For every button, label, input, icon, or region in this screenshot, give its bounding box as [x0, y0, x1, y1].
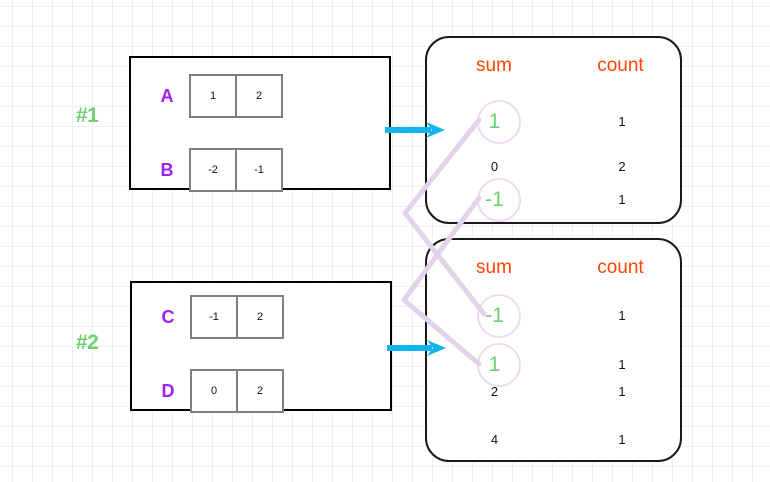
panel-1-row-2-count: 1	[618, 192, 626, 207]
panel-1-header-sum: sum	[476, 55, 512, 76]
row-b-cells: -2 -1	[189, 148, 283, 192]
panel-1-header: sum count	[427, 56, 680, 75]
panel-2-row-3-count: 1	[618, 432, 626, 447]
cell-d-0: 0	[190, 369, 238, 413]
input-row-d: D 0 2	[146, 369, 284, 413]
panel-1-row-1-count: 2	[618, 159, 626, 174]
panel-2-header: sum count	[427, 258, 680, 277]
panel-2-row-1: 1 1	[427, 354, 682, 375]
row-d-cells: 0 2	[190, 369, 284, 413]
panel-1-row-2-sum: -1	[485, 188, 504, 211]
panel-2-row-2-sum: 2	[490, 384, 499, 399]
partition-1-aggregate-panel: sum count 1 1 0 2 -1 1	[425, 36, 682, 224]
panel-1-header-count: count	[597, 55, 644, 76]
panel-2-row-2: 2 1	[427, 385, 682, 398]
input-row-a: A 1 2	[145, 74, 283, 118]
panel-2-header-sum: sum	[476, 257, 512, 278]
group-label-2: #2	[76, 331, 99, 354]
cell-c-0: -1	[190, 295, 238, 339]
panel-2-row-2-count: 1	[618, 384, 626, 399]
cell-b-1: -1	[235, 148, 283, 192]
row-label-b: B	[160, 160, 174, 180]
panel-2-row-1-count: 1	[618, 357, 626, 372]
group-label-1: #1	[76, 104, 99, 127]
row-label-d: D	[161, 381, 175, 401]
input-block-1: A 1 2 B -2 -1	[129, 56, 391, 192]
row-label-a: A	[160, 86, 174, 106]
panel-2-row-0: -1 1	[427, 305, 682, 326]
panel-1-row-0-count: 1	[618, 114, 626, 129]
panel-2-row-0-sum: -1	[485, 304, 504, 327]
input-row-b: B -2 -1	[145, 148, 283, 192]
cell-a-0: 1	[189, 74, 237, 118]
partition-2-aggregate-panel: sum count -1 1 1 1 2 1 4 1	[425, 238, 682, 462]
panel-1-row-1-sum: 0	[490, 159, 499, 174]
panel-2-row-0-count: 1	[618, 308, 626, 323]
row-c-cells: -1 2	[190, 295, 284, 339]
panel-2-row-3: 4 1	[427, 433, 682, 446]
panel-2-row-1-sum: 1	[488, 353, 501, 376]
cell-a-1: 2	[235, 74, 283, 118]
row-label-c: C	[161, 307, 175, 327]
panel-1-row-1: 0 2	[427, 160, 682, 173]
cell-c-1: 2	[236, 295, 284, 339]
input-block-2: C -1 2 D 0 2	[130, 281, 392, 413]
cell-b-0: -2	[189, 148, 237, 192]
panel-2-header-count: count	[597, 257, 644, 278]
panel-1-row-0: 1 1	[427, 111, 682, 132]
panel-1-row-0-sum: 1	[488, 110, 501, 133]
cell-d-1: 2	[236, 369, 284, 413]
row-a-cells: 1 2	[189, 74, 283, 118]
panel-1-row-2: -1 1	[427, 189, 682, 210]
input-row-c: C -1 2	[146, 295, 284, 339]
panel-2-row-3-sum: 4	[490, 432, 499, 447]
